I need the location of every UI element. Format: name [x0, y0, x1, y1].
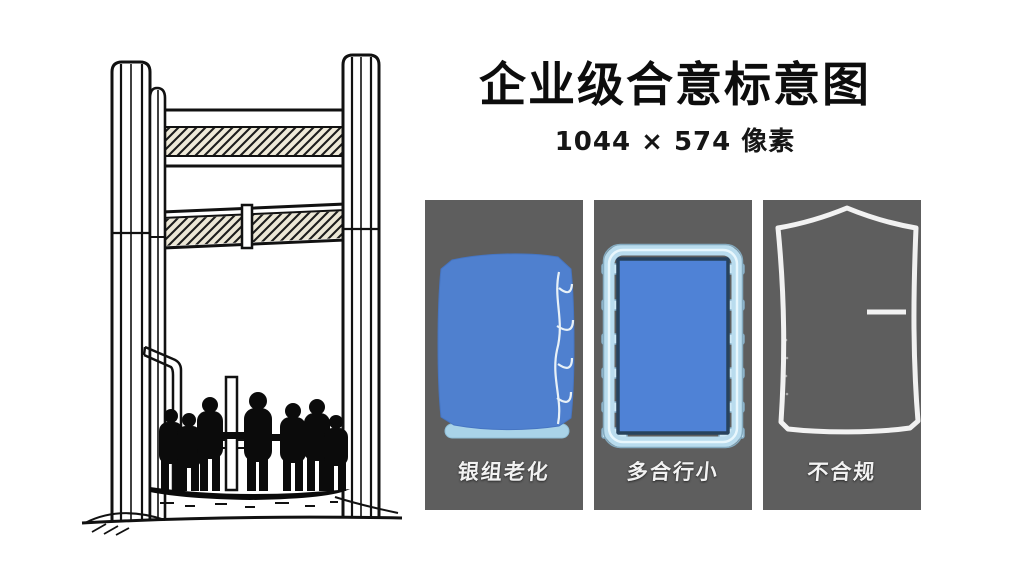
crowd-silhouettes — [150, 392, 350, 500]
framed-module-graphic — [601, 243, 745, 449]
left-column — [110, 60, 152, 520]
panel-outline-pattern: 不合规 — [763, 200, 921, 510]
size-label: 1044 × 574 像素 — [554, 126, 796, 157]
crack-lines — [554, 271, 575, 425]
gate-pipe — [142, 345, 183, 492]
gate-illustration-svg — [81, 53, 403, 536]
right-column — [341, 53, 381, 518]
gate-illustration — [0, 0, 430, 576]
garment-outline-graphic — [775, 205, 921, 435]
panel-aged-module: 银组老化 — [425, 200, 583, 510]
header: 企业级合意标意图 1044 × 574 像素 — [425, 0, 925, 158]
panel-row: 银组老化 多合行小 — [425, 200, 921, 510]
aged-module-graphic — [437, 253, 575, 439]
ground-line — [81, 496, 403, 536]
panel-caption: 不合规 — [806, 460, 878, 484]
panel-framed-module: 多合行小 — [594, 200, 752, 510]
cross-beam — [160, 202, 348, 250]
panel-caption: 多合行小 — [625, 460, 720, 484]
page-title: 企业级合意标意图 — [479, 58, 871, 113]
top-beam — [160, 108, 348, 168]
inner-column — [148, 86, 167, 520]
panel-caption: 银组老化 — [456, 460, 551, 484]
stitch-dots — [784, 338, 789, 396]
